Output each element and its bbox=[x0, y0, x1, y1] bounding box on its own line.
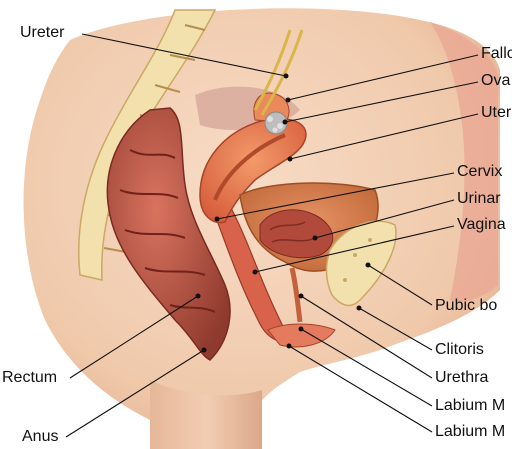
label-ovary: Ova bbox=[481, 72, 511, 89]
label-labium-majus: Labium M bbox=[435, 397, 506, 414]
pubic-bone-shape bbox=[325, 220, 397, 307]
label-ureter: Ureter bbox=[20, 24, 65, 41]
urethra-shape bbox=[289, 267, 303, 323]
label-cervix: Cervix bbox=[457, 163, 503, 180]
abdominal-wall bbox=[430, 22, 498, 302]
ureter-shape bbox=[253, 29, 304, 116]
label-rectum: Rectum bbox=[2, 369, 58, 386]
label-urethra: Urethra bbox=[435, 369, 489, 386]
uterus-shape bbox=[199, 118, 307, 224]
label-uterus: Uter bbox=[481, 104, 512, 121]
label-labium-minus: Labium M bbox=[435, 423, 506, 440]
thigh bbox=[150, 380, 262, 449]
label-clitoris: Clitoris bbox=[435, 341, 484, 358]
label-pubic-bone: Pubic bo bbox=[435, 297, 498, 314]
labia-shape bbox=[267, 323, 336, 348]
label-anus: Anus bbox=[22, 428, 59, 445]
label-urinary-bladder: Urinar bbox=[457, 190, 501, 207]
leader-lines bbox=[65, 33, 479, 438]
leader-dots bbox=[195, 73, 371, 353]
label-vagina: Vagina bbox=[457, 216, 506, 233]
label-fallopian-tube: Fallo bbox=[481, 45, 512, 62]
